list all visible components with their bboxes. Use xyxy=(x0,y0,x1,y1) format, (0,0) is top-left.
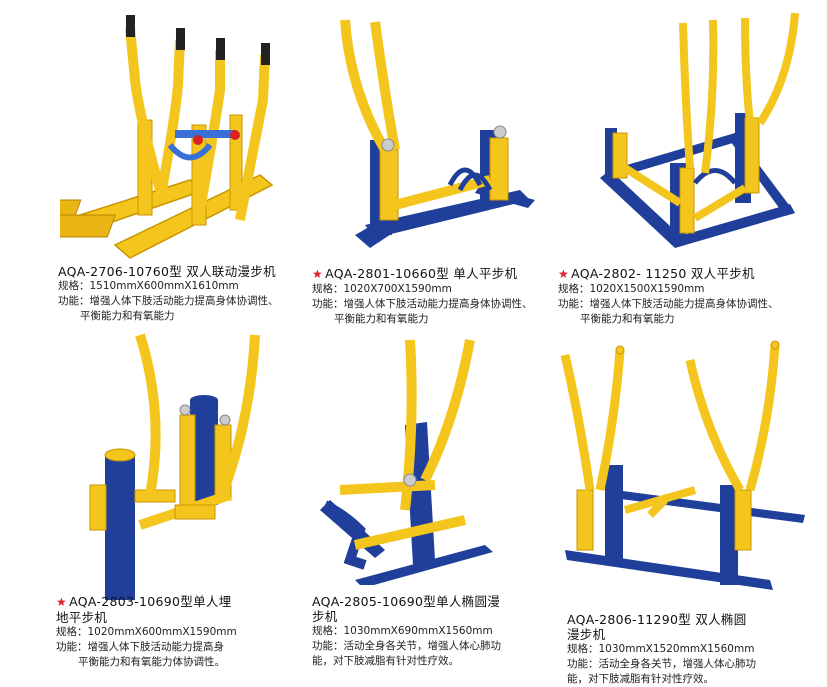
product-model-3: AQA-2802- 11250 双人平步机 xyxy=(571,266,755,281)
product-image-1 xyxy=(60,15,274,259)
product-model-2: AQA-2801-10660型 单人平步机 xyxy=(325,266,518,281)
product-image-3 xyxy=(600,12,799,248)
product-function-1: 功能：增强人体下肢活动能力提高身体协调性、 xyxy=(58,295,279,307)
featured-star-icon: ★ xyxy=(558,267,570,281)
product-image-4 xyxy=(89,333,260,600)
product-spec-5: 规格：1030mmX690mmX1560mm xyxy=(312,625,493,637)
product-function-2: 功能：增强人体下肢活动能力提高身体协调性、 xyxy=(312,298,533,310)
product-spec-6: 规格：1030mmX1520mmX1560mm xyxy=(567,643,755,655)
product-function-3: 功能：增强人体下肢活动能力提高身体协调性、 xyxy=(558,298,779,310)
product-spec-3: 规格：1020X1500X1590mm xyxy=(558,283,705,295)
product-caption-4: ★AQA-2803-10690型单人埋地平步机 规格：1020mmX600mmX… xyxy=(56,594,237,670)
product-function-4: 功能：增强人体下肢活动能力提高身 xyxy=(56,641,224,653)
product-image-2 xyxy=(340,19,535,248)
product-function-6: 功能：活动全身各关节，增强人体心肺功 xyxy=(567,658,756,670)
product-model-1: AQA-2706-10760型 双人联动漫步机 xyxy=(58,264,276,279)
product-image-5 xyxy=(320,339,493,585)
product-function-5: 功能：活动全身各关节，增强人体心肺功 xyxy=(312,640,501,652)
product-function-1b: 平衡能力和有氧能力 xyxy=(80,310,175,322)
product-spec-2: 规格：1020X700X1590mm xyxy=(312,283,452,295)
product-function-3b: 平衡能力和有氧能力 xyxy=(580,313,675,325)
product-function-6b: 能，对下肢减脂有针对性疗效。 xyxy=(567,673,714,685)
product-function-5b: 能，对下肢减脂有针对性疗效。 xyxy=(312,655,459,667)
product-model-6: AQA-2806-11290型 双人椭圆漫步机 xyxy=(567,612,747,642)
product-caption-6: AQA-2806-11290型 双人椭圆漫步机 规格：1030mmX1520mm… xyxy=(567,612,756,687)
product-function-4b: 平衡能力和有氧能力体协调性。 xyxy=(78,656,225,668)
product-image-6 xyxy=(560,340,805,590)
product-caption-2: ★AQA-2801-10660型 单人平步机 规格：1020X700X1590m… xyxy=(312,266,533,327)
product-caption-5: AQA-2805-10690型单人椭圆漫步机 规格：1030mmX690mmX1… xyxy=(312,594,501,669)
featured-star-icon: ★ xyxy=(312,267,324,281)
product-spec-4: 规格：1020mmX600mmX1590mm xyxy=(56,626,237,638)
product-spec-1: 规格：1510mmX600mmX1610mm xyxy=(58,280,239,292)
product-caption-3: ★AQA-2802- 11250 双人平步机 规格：1020X1500X1590… xyxy=(558,266,779,327)
product-caption-1: AQA-2706-10760型 双人联动漫步机 规格：1510mmX600mmX… xyxy=(58,264,279,324)
product-model-4: AQA-2803-10690型单人埋地平步机 xyxy=(56,594,232,625)
featured-star-icon: ★ xyxy=(56,595,68,609)
product-model-5: AQA-2805-10690型单人椭圆漫步机 xyxy=(312,594,501,624)
product-function-2b: 平衡能力和有氧能力 xyxy=(334,313,429,325)
